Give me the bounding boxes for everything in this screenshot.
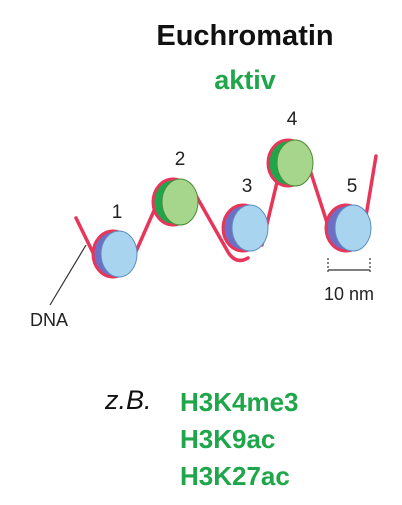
scale-label: 10 nm xyxy=(324,284,374,304)
histone-mark: H3K9ac xyxy=(180,424,276,454)
histone-marks-list: H3K4me3 H3K9ac H3K27ac xyxy=(180,384,299,495)
diagram-title: Euchromatin xyxy=(156,20,334,52)
nucleosome-number-5: 5 xyxy=(347,176,358,197)
nucleosome-number-2: 2 xyxy=(175,149,186,170)
activity-state-label: aktiv xyxy=(214,65,276,95)
nucleosome-3 xyxy=(221,203,269,253)
dna-pointer-line xyxy=(49,244,87,306)
nucleosome-number-1: 1 xyxy=(112,202,123,223)
nucleosome-number-4: 4 xyxy=(287,109,298,130)
nucleosome-5 xyxy=(324,203,372,253)
dna-label: DNA xyxy=(30,310,68,330)
scale-bar xyxy=(327,258,371,272)
histone-mark: H3K4me3 xyxy=(180,387,299,417)
nucleosome-4 xyxy=(266,138,314,188)
nucleosome-1 xyxy=(91,229,138,279)
histone-mark: H3K27ac xyxy=(180,461,290,491)
nucleosome-number-3: 3 xyxy=(242,176,253,197)
nucleosome-2 xyxy=(151,177,199,227)
example-label: z.B. xyxy=(105,385,152,415)
